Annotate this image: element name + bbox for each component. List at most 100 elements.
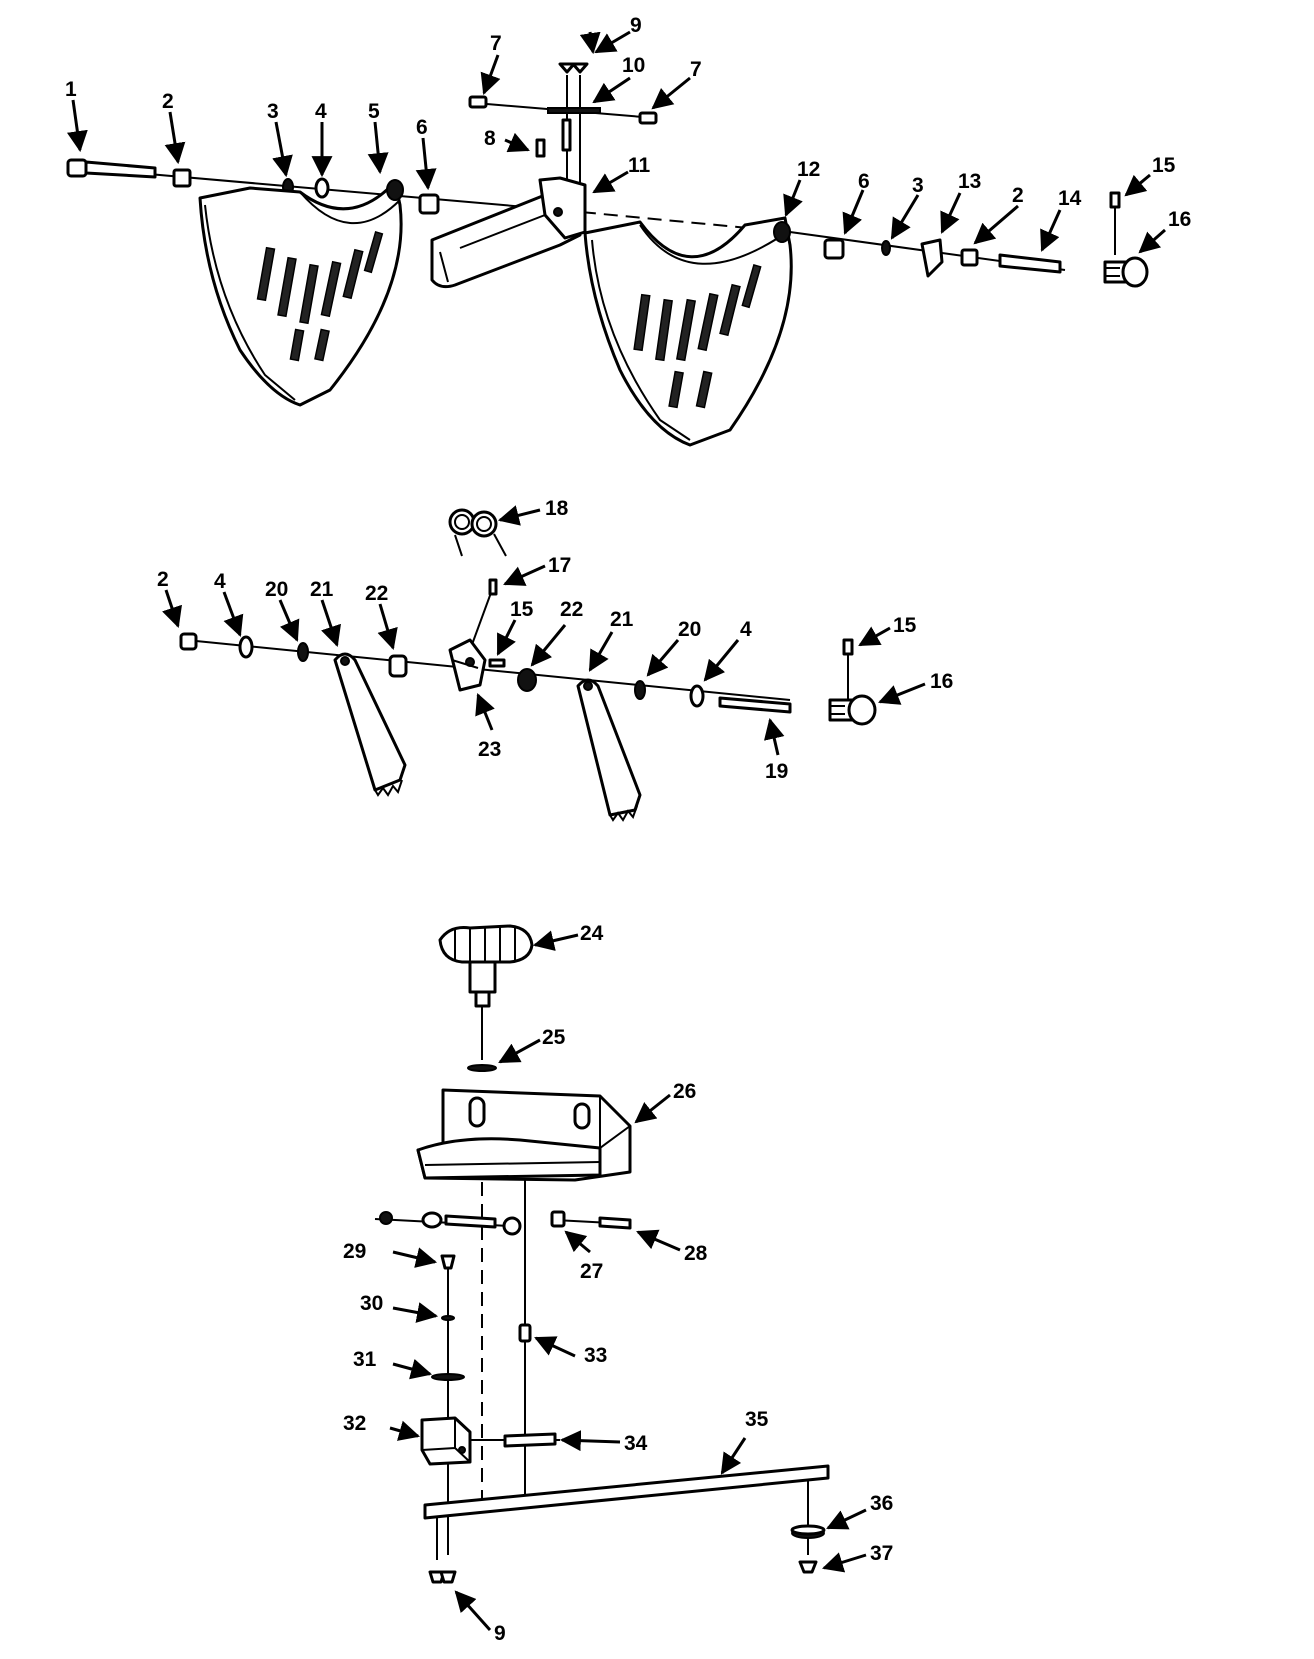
knob-part-16-middle <box>828 694 877 726</box>
label-part-37: 37 <box>870 1542 893 1565</box>
label-part-35: 35 <box>745 1408 769 1431</box>
cap-part-7-left <box>468 95 488 109</box>
label-part-13: 13 <box>958 170 981 193</box>
label-part-16a: 16 <box>1168 208 1191 231</box>
pin-part-15-middle <box>488 658 506 668</box>
label-part-33: 33 <box>584 1344 607 1367</box>
pawl-part-21-right <box>576 678 642 822</box>
washer-part-3-right <box>881 240 891 256</box>
base-part-26 <box>416 1088 632 1182</box>
label-part-21b: 21 <box>610 608 634 631</box>
washer-part-25 <box>467 1064 497 1072</box>
spring-pin-axis <box>469 589 493 651</box>
leader-arrows <box>66 30 1166 1632</box>
label-part-23: 23 <box>478 738 501 761</box>
screw-part-29 <box>440 1254 456 1270</box>
label-part-17: 17 <box>548 554 571 577</box>
middle-assembly <box>179 508 877 822</box>
hub-part-23 <box>448 638 487 692</box>
label-part-31: 31 <box>353 1348 377 1371</box>
bushing-part-22-left <box>388 654 408 678</box>
label-part-7a: 7 <box>490 32 502 55</box>
nut-part-2 <box>172 168 192 188</box>
bottom-assembly <box>374 924 830 1584</box>
label-part-15b: 15 <box>510 598 534 621</box>
washer-part-4-middle <box>238 635 254 659</box>
label-part-8: 8 <box>484 127 496 150</box>
shaft-part-19 <box>718 696 792 714</box>
block-part-32 <box>420 1416 472 1466</box>
guard-part-12 <box>583 216 793 447</box>
label-part-2b: 2 <box>1012 184 1024 207</box>
label-part-1: 1 <box>65 78 77 101</box>
label-part-11: 11 <box>628 154 651 177</box>
label-part-10: 10 <box>622 54 645 77</box>
pin-part-15-right <box>842 638 854 656</box>
label-part-15c: 15 <box>893 614 917 637</box>
label-part-28: 28 <box>684 1242 708 1265</box>
cap-part-7-right <box>638 111 658 125</box>
label-part-27: 27 <box>580 1260 603 1283</box>
label-part-26: 26 <box>673 1080 696 1103</box>
wheel-part-36 <box>790 1524 826 1539</box>
label-part-18: 18 <box>545 497 569 520</box>
clip-part-13 <box>920 238 944 278</box>
bushing-part-22-right <box>517 668 537 692</box>
label-part-29: 29 <box>343 1240 366 1263</box>
label-part-36: 36 <box>870 1492 893 1515</box>
label-part-22a: 22 <box>365 582 388 605</box>
bolt-part-28 <box>598 1216 632 1230</box>
stud-part-34 <box>503 1432 557 1448</box>
guard-part-5 <box>198 179 404 407</box>
label-part-32: 32 <box>343 1412 366 1435</box>
fence-part-35 <box>423 1464 830 1520</box>
label-part-21a: 21 <box>310 578 334 601</box>
label-part-14: 14 <box>1058 187 1082 210</box>
label-part-16b: 16 <box>930 670 953 693</box>
collar-part-6-right <box>823 238 845 260</box>
label-part-6a: 6 <box>416 116 428 139</box>
label-part-4c: 4 <box>740 618 752 641</box>
top-assembly <box>66 62 1149 447</box>
bolt-set-left <box>379 1211 522 1236</box>
label-part-3b: 3 <box>912 174 924 197</box>
rod-part-10 <box>547 107 601 114</box>
washer-part-20-right <box>634 680 646 700</box>
label-part-5: 5 <box>368 100 380 123</box>
label-part-2c: 2 <box>157 568 169 591</box>
label-part-9b: 9 <box>494 1622 506 1645</box>
label-part-30: 30 <box>360 1292 383 1315</box>
nut-part-27 <box>550 1210 566 1228</box>
screws-part-9 <box>558 62 589 152</box>
pawl-part-21-left <box>333 652 407 797</box>
knob-part-16 <box>1103 256 1149 288</box>
screws-part-9-bottom <box>428 1570 457 1584</box>
shaft-part-14 <box>998 253 1062 274</box>
pin-part-15 <box>1109 191 1121 209</box>
nut-part-2-right <box>960 248 979 267</box>
washer-part-30 <box>441 1315 455 1321</box>
label-part-20a: 20 <box>265 578 288 601</box>
label-part-15a: 15 <box>1152 154 1176 177</box>
washer-part-20-middle <box>297 642 309 662</box>
label-part-19: 19 <box>765 760 788 783</box>
springs-part-18 <box>448 508 507 557</box>
washer-part-31 <box>431 1373 465 1381</box>
label-part-4a: 4 <box>315 100 327 123</box>
screw-part-33 <box>518 1323 532 1343</box>
label-part-24: 24 <box>580 922 604 945</box>
label-part-4b: 4 <box>214 570 226 593</box>
washer-part-4 <box>314 177 330 199</box>
collar-part-6 <box>418 193 440 215</box>
top-axis-dashed <box>559 209 791 233</box>
label-part-9a: 9 <box>630 14 642 37</box>
middle-axis <box>185 639 791 701</box>
bracket-part-11 <box>430 176 587 289</box>
label-part-7b: 7 <box>690 58 702 81</box>
label-part-25: 25 <box>542 1026 566 1049</box>
label-part-20b: 20 <box>678 618 701 641</box>
label-part-34: 34 <box>624 1432 648 1455</box>
nut-part-2-middle <box>179 632 198 651</box>
label-part-12: 12 <box>797 158 820 181</box>
